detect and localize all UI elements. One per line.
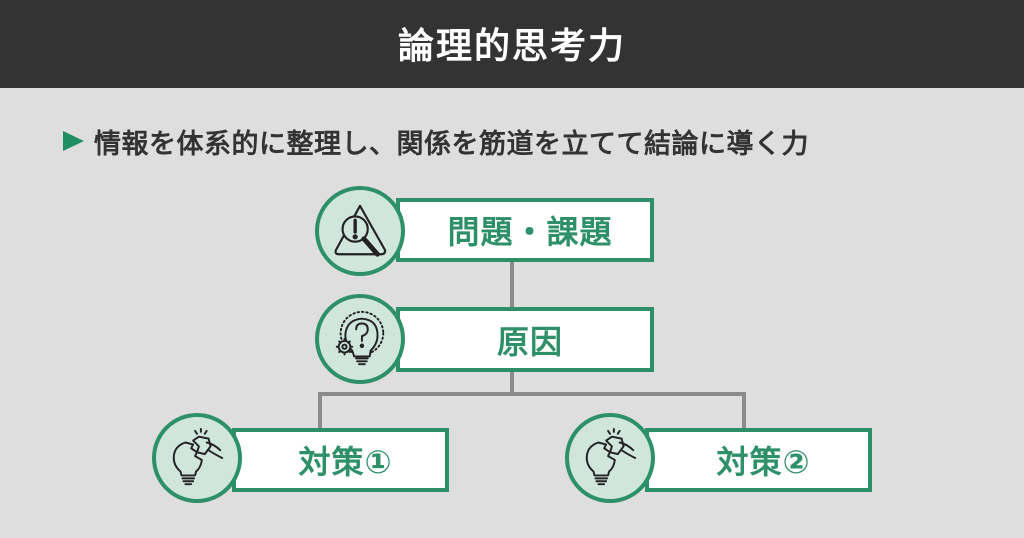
connector-to-measure1 — [318, 392, 322, 430]
connector-problem-cause — [510, 260, 514, 310]
node-box-cause: 原因 — [396, 307, 654, 372]
node-label-measure2: 対策② — [716, 443, 811, 481]
connector-horizontal — [318, 392, 746, 396]
node-circle-measure2 — [565, 413, 655, 503]
node-box-measure1: 対策① — [232, 428, 449, 492]
subtitle-text: 情報を体系的に整理し、関係を筋道を立てて結論に導く力 — [94, 128, 809, 160]
triangle-right-icon — [63, 131, 84, 151]
node-circle-problem — [315, 186, 405, 276]
node-label-measure1: 対策① — [298, 443, 393, 481]
connector-cause-down — [510, 370, 514, 396]
node-circle-cause — [315, 294, 405, 384]
lightbulb-question-gear-icon — [335, 310, 385, 366]
header-bar: 論理的思考力 — [0, 0, 1024, 88]
connector-to-measure2 — [742, 392, 746, 430]
node-circle-measure1 — [152, 413, 242, 503]
lightbulb-puzzle-hand-icon — [585, 427, 637, 486]
warning-magnifier-icon — [334, 204, 387, 257]
node-label-problem: 問題・課題 — [447, 213, 613, 251]
node-box-measure2: 対策② — [645, 428, 872, 492]
node-label-cause: 原因 — [496, 322, 563, 361]
node-box-problem: 問題・課題 — [396, 198, 654, 262]
page-title: 論理的思考力 — [397, 26, 626, 67]
subtitle-line: 情報を体系的に整理し、関係を筋道を立てて結論に導く力 — [63, 121, 809, 161]
lightbulb-puzzle-hand-icon — [172, 427, 224, 486]
